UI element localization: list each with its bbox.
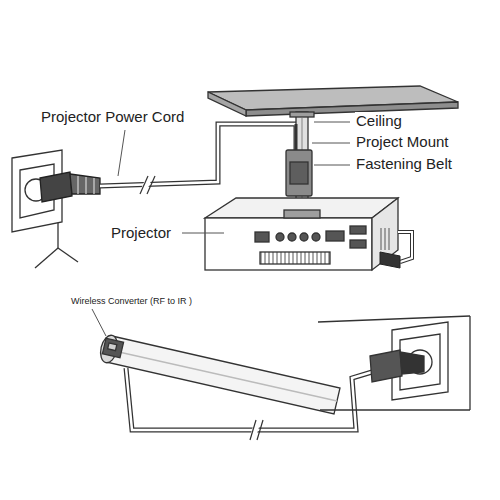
projector-front (205, 218, 372, 270)
belt-body (286, 150, 312, 196)
projector-port (276, 233, 284, 241)
power-plug (40, 172, 100, 202)
plug-body (370, 350, 402, 382)
housing-tube (106, 336, 340, 414)
screen-housing (98, 334, 340, 414)
projector-port (288, 233, 296, 241)
ceiling-edge (246, 102, 458, 116)
cord-break (147, 176, 155, 194)
plug-grip (400, 352, 424, 374)
wall-corner (58, 248, 78, 262)
outlet-face (400, 334, 440, 390)
leader-line (312, 143, 350, 144)
mount-plate (290, 112, 314, 117)
wall-outlet (318, 316, 470, 410)
cord-break (257, 420, 263, 440)
plug-rib (77, 176, 78, 194)
wall-corner (320, 409, 470, 410)
cord-break (140, 176, 148, 194)
leader-line (92, 309, 106, 336)
part-label: Wireless Converter (RF to IR ) (70, 296, 193, 307)
part-label: Projector Power Cord (40, 108, 185, 126)
cord-core (100, 124, 296, 186)
screen-power-cord (126, 368, 372, 440)
mount-bracket (284, 210, 320, 218)
projector-vent (378, 228, 392, 250)
cord-outline (100, 124, 296, 186)
projector-port (312, 233, 320, 241)
part-label: Project Mount (355, 133, 450, 151)
wall-corner (35, 248, 58, 268)
outlet-plate (392, 322, 448, 400)
ceiling-side (208, 92, 246, 116)
projector-top (205, 198, 398, 218)
converter-window (108, 343, 117, 351)
projector-port (350, 226, 366, 234)
cord-break (250, 420, 256, 440)
housing-shade (110, 350, 337, 401)
plug-rib (85, 177, 86, 194)
projector-vent (260, 252, 330, 264)
projector-port (255, 232, 269, 242)
plug-body (40, 172, 72, 202)
plug-rib (93, 178, 94, 194)
cord-core (126, 368, 372, 430)
cord-in-belt (295, 124, 298, 150)
leader-line (314, 122, 350, 123)
fastening-belt (286, 124, 312, 196)
projector-port (350, 240, 366, 248)
projector-body (205, 198, 398, 270)
projector-port (300, 233, 308, 241)
plug-grip (70, 174, 100, 194)
leader-line (314, 165, 350, 166)
projector-power-cord (100, 124, 296, 194)
belt-buckle (290, 162, 308, 184)
part-label: Projector (110, 224, 172, 242)
wall-corner (469, 316, 470, 410)
cord-outline (126, 368, 372, 430)
wall-corner (318, 316, 470, 322)
projector-power-plug (380, 232, 412, 268)
wireless-converter (102, 338, 123, 358)
part-label: Fastening Belt (355, 155, 453, 173)
projector-port (326, 231, 344, 241)
leader-line (118, 130, 125, 176)
part-label: Ceiling (355, 112, 403, 130)
leader-line (182, 233, 224, 234)
ceiling (208, 86, 458, 116)
plug-body (380, 252, 400, 268)
wall-outlet (12, 150, 78, 268)
